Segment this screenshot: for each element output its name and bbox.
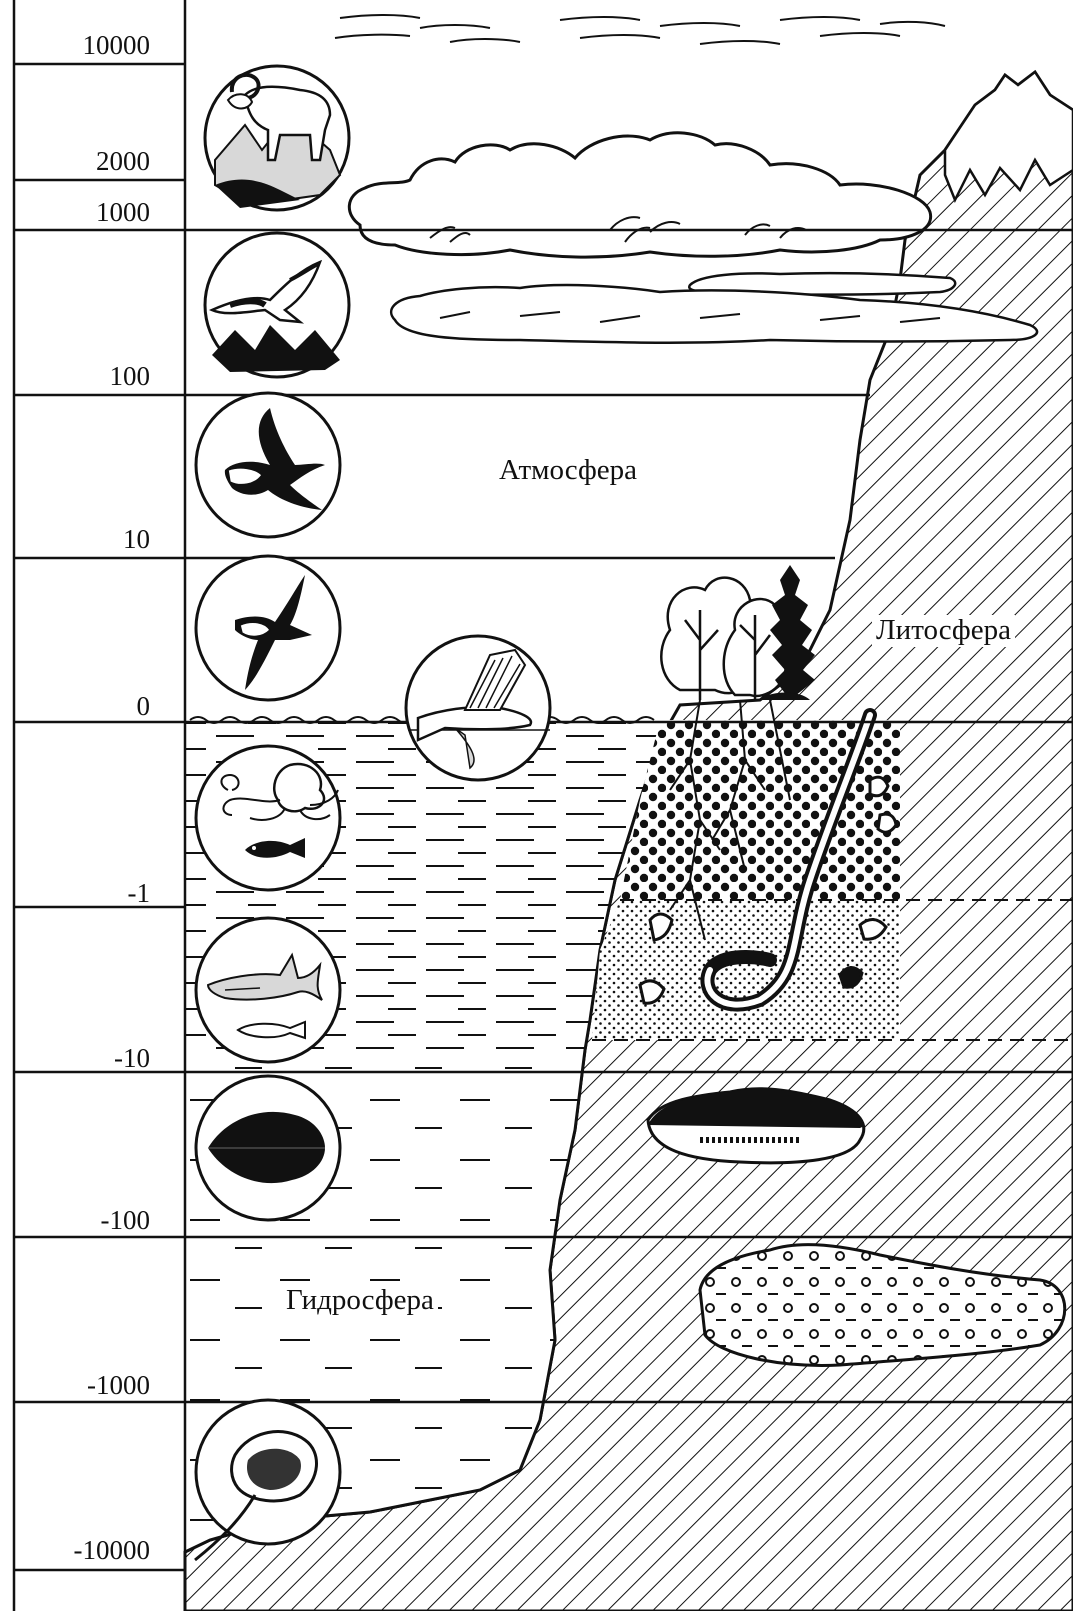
- shark-and-fish-icon: [196, 918, 340, 1062]
- mountain-sheep-icon: [205, 66, 349, 210]
- swallow-icon: [196, 393, 340, 537]
- albatross-icon: [196, 556, 340, 700]
- flatfish-icon: [196, 1076, 340, 1220]
- flying-fish-icon: [406, 636, 550, 780]
- octopus-and-fish-icon: [196, 746, 340, 890]
- stingray-icon: [195, 1400, 340, 1560]
- eagle-icon: [205, 233, 349, 377]
